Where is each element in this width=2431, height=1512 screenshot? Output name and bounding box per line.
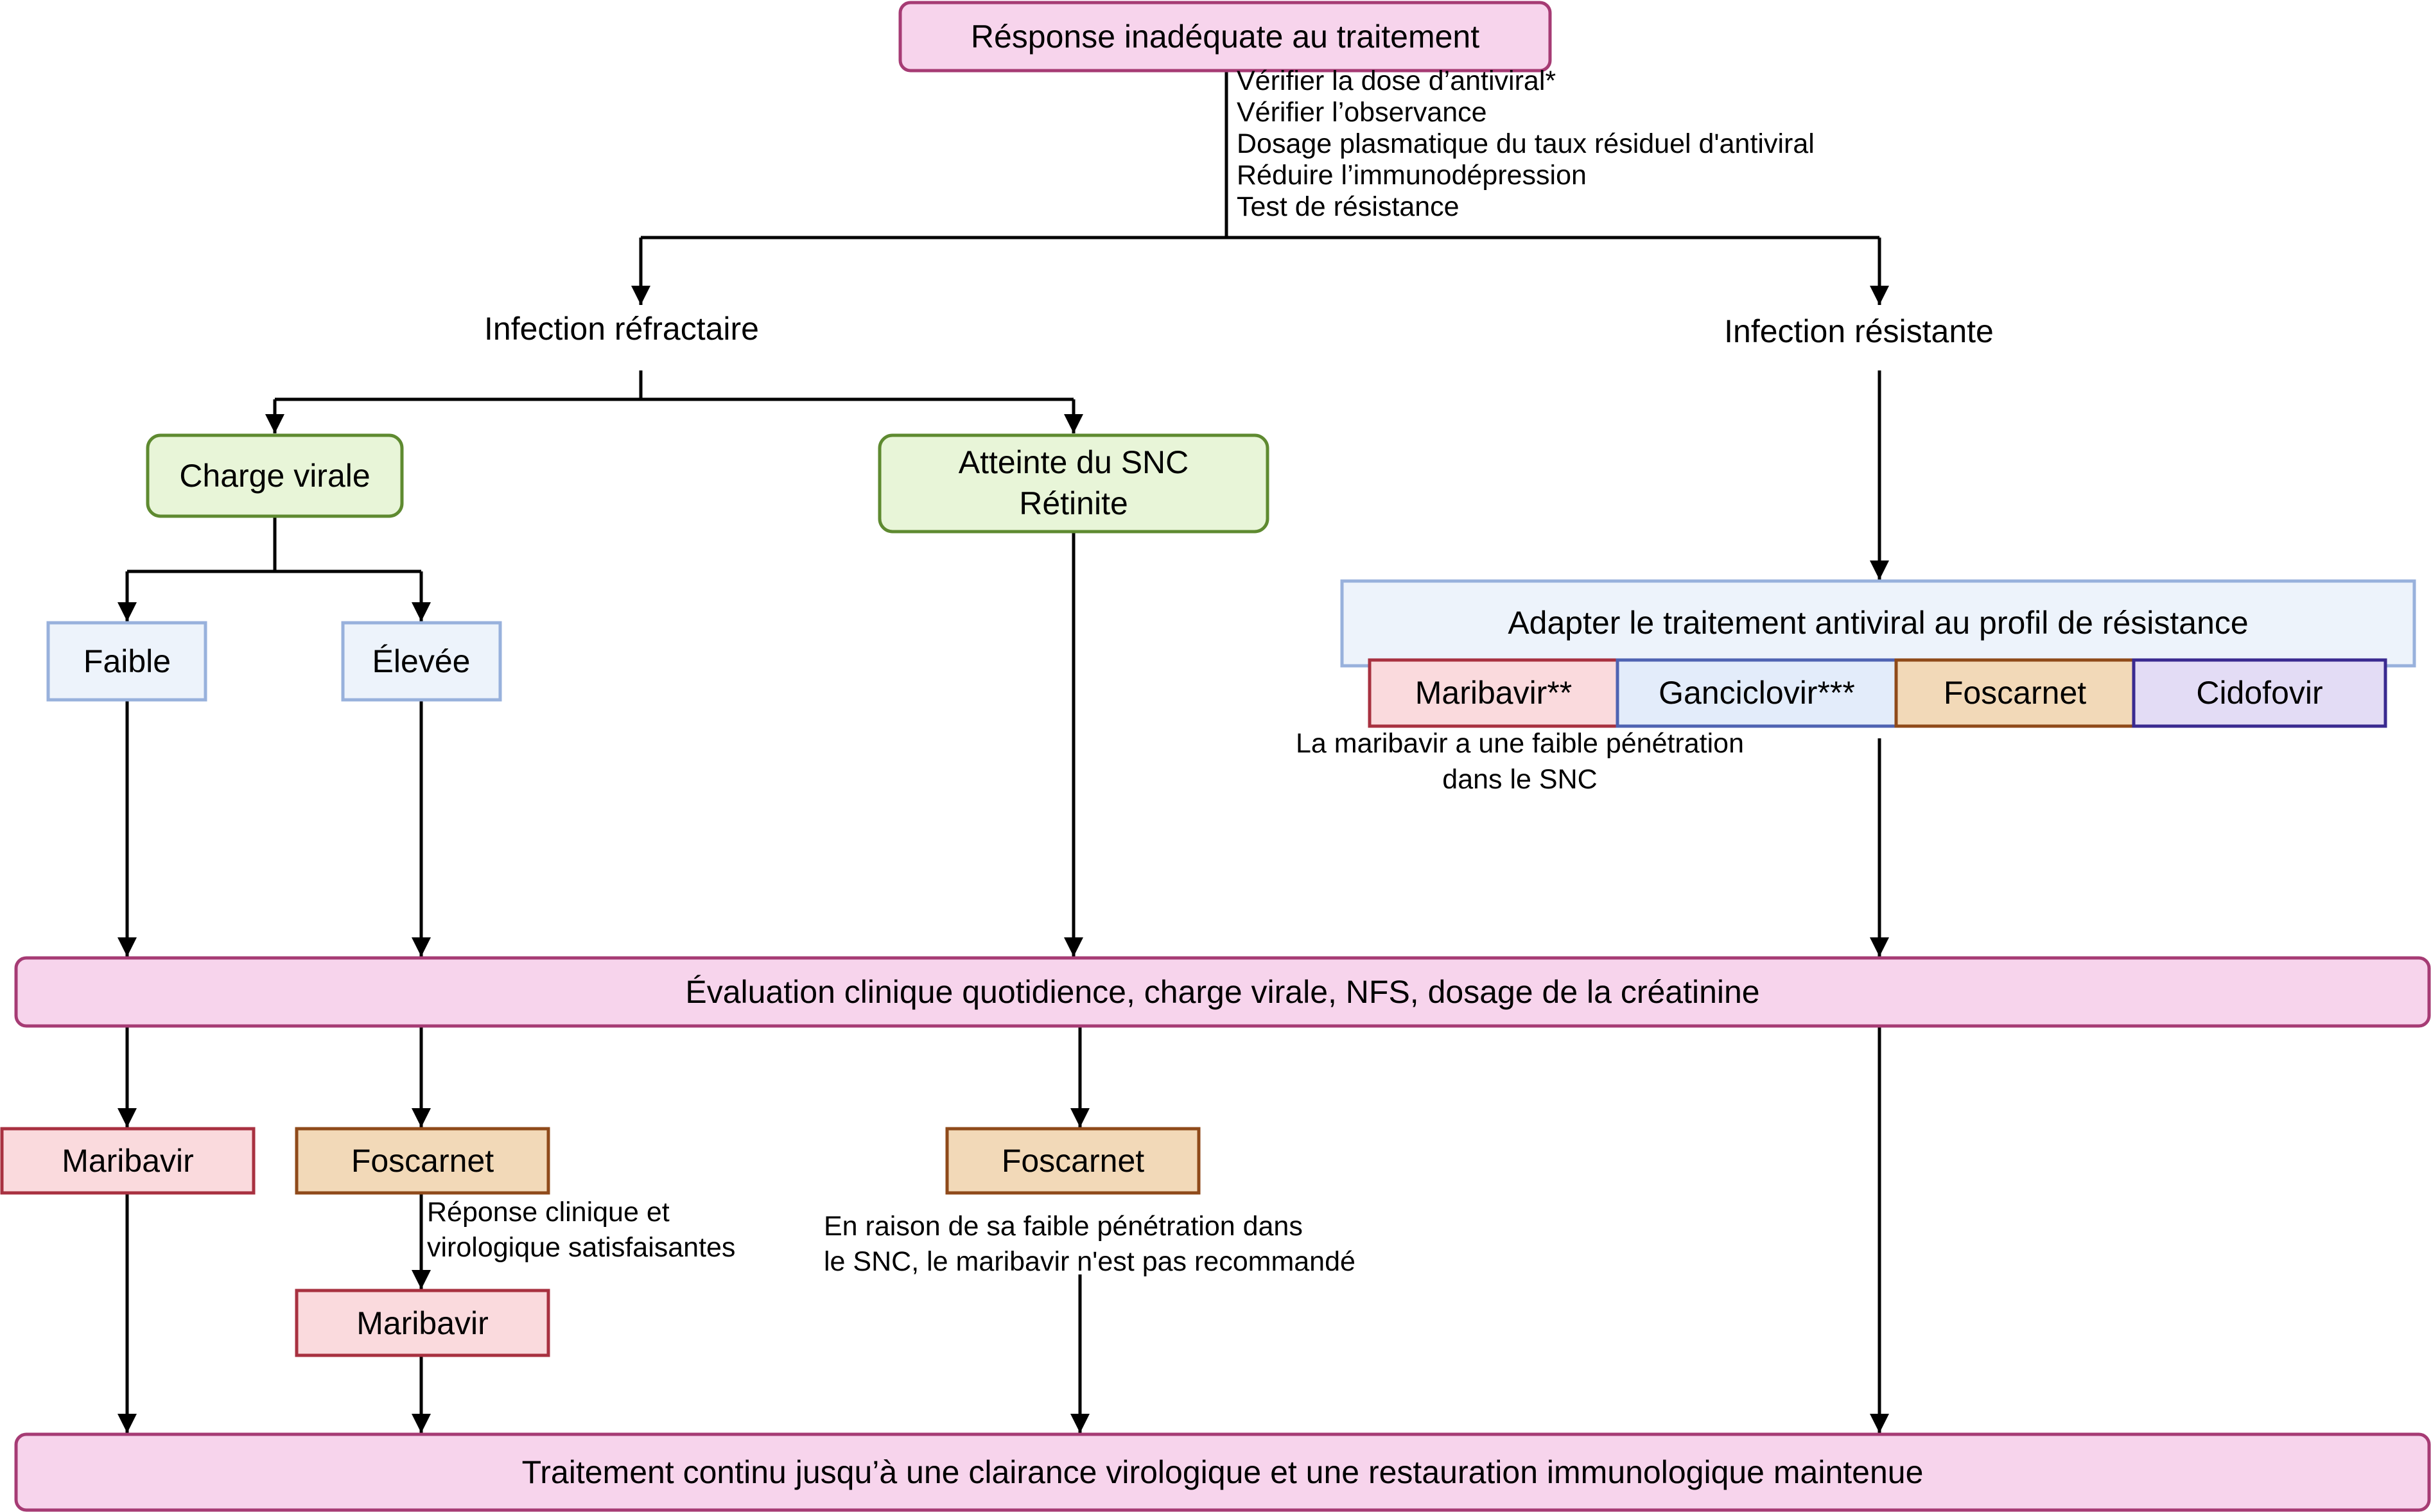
snc-foscarnet-note-line1: En raison de sa faible pénétration dans bbox=[824, 1211, 1303, 1242]
drug-maribavir-star: Maribavir** bbox=[1368, 658, 1619, 728]
maribavir-mid-label: Maribavir bbox=[356, 1305, 489, 1341]
reponse-note-line2: virologique satisfaisantes bbox=[427, 1232, 735, 1263]
reponse-note-line1: Réponse clinique et bbox=[427, 1197, 670, 1228]
adapter-label: Adapter le traitement antiviral au profi… bbox=[1508, 605, 2248, 641]
start-box: Résponse inadéquate au traitement bbox=[898, 1, 1552, 73]
adapter-box: Adapter le traitement antiviral au profi… bbox=[1340, 579, 2416, 668]
drug-ganciclovir: Ganciclovir*** bbox=[1616, 658, 1898, 728]
check-line-3: Dosage plasmatique du taux résiduel d'an… bbox=[1237, 128, 1815, 159]
connectors bbox=[118, 72, 1889, 1433]
faible-box: Faible bbox=[46, 621, 207, 702]
foscarnet-mid-box: Foscarnet bbox=[295, 1127, 550, 1195]
foscarnet-snc-box: Foscarnet bbox=[945, 1127, 1201, 1195]
snc-box: Atteinte du SNC Rétinite bbox=[878, 433, 1269, 534]
maribavir-left-box: Maribavir bbox=[0, 1127, 256, 1195]
resistante-label: Infection résistante bbox=[1724, 313, 1994, 349]
maribavir-left-label: Maribavir bbox=[62, 1143, 194, 1179]
elevee-box: Élevée bbox=[341, 621, 502, 702]
foscarnet-snc-label: Foscarnet bbox=[1002, 1143, 1144, 1179]
drug-foscarnet: Foscarnet bbox=[1894, 658, 2136, 728]
faible-label: Faible bbox=[83, 643, 171, 679]
final-label: Traitement continu jusqu’à une clairance… bbox=[522, 1454, 1924, 1490]
charge-virale-box: Charge virale bbox=[146, 433, 404, 518]
check-line-1: Vérifier la dose d’antiviral* bbox=[1237, 65, 1556, 96]
charge-virale-label: Charge virale bbox=[179, 458, 370, 494]
snc-foscarnet-note-line2: le SNC, le maribavir n'est pas recommand… bbox=[824, 1246, 1355, 1277]
checks-note: Vérifier la dose d’antiviral* Vérifier l… bbox=[1237, 65, 1815, 222]
start-box-label: Résponse inadéquate au traitement bbox=[971, 19, 1479, 55]
drug-maribavir-star-label: Maribavir** bbox=[1415, 675, 1573, 711]
snc-label-line1: Atteinte du SNC bbox=[959, 444, 1189, 480]
drug-ganciclovir-label: Ganciclovir*** bbox=[1659, 675, 1855, 711]
evaluation-label: Évaluation clinique quotidience, charge … bbox=[685, 974, 1759, 1010]
foscarnet-mid-label: Foscarnet bbox=[351, 1143, 494, 1179]
final-box: Traitement continu jusqu’à une clairance… bbox=[14, 1432, 2431, 1512]
evaluation-box: Évaluation clinique quotidience, charge … bbox=[14, 956, 2431, 1028]
drug-cidofovir-label: Cidofovir bbox=[2196, 675, 2322, 711]
snc-label-line2: Rétinite bbox=[1019, 485, 1128, 521]
elevee-label: Élevée bbox=[372, 643, 471, 679]
maribavir-snc-note-line1: La maribavir a une faible pénétration bbox=[1296, 728, 1744, 759]
check-line-2: Vérifier l’observance bbox=[1237, 97, 1487, 128]
check-line-4: Réduire l’immunodépression bbox=[1237, 160, 1587, 191]
maribavir-mid-box: Maribavir bbox=[295, 1289, 550, 1357]
maribavir-snc-note-line2: dans le SNC bbox=[1442, 764, 1597, 795]
drug-foscarnet-label: Foscarnet bbox=[1944, 675, 2086, 711]
refractaire-label: Infection réfractaire bbox=[484, 311, 759, 347]
check-line-5: Test de résistance bbox=[1237, 191, 1459, 222]
drug-cidofovir: Cidofovir bbox=[2132, 658, 2387, 728]
